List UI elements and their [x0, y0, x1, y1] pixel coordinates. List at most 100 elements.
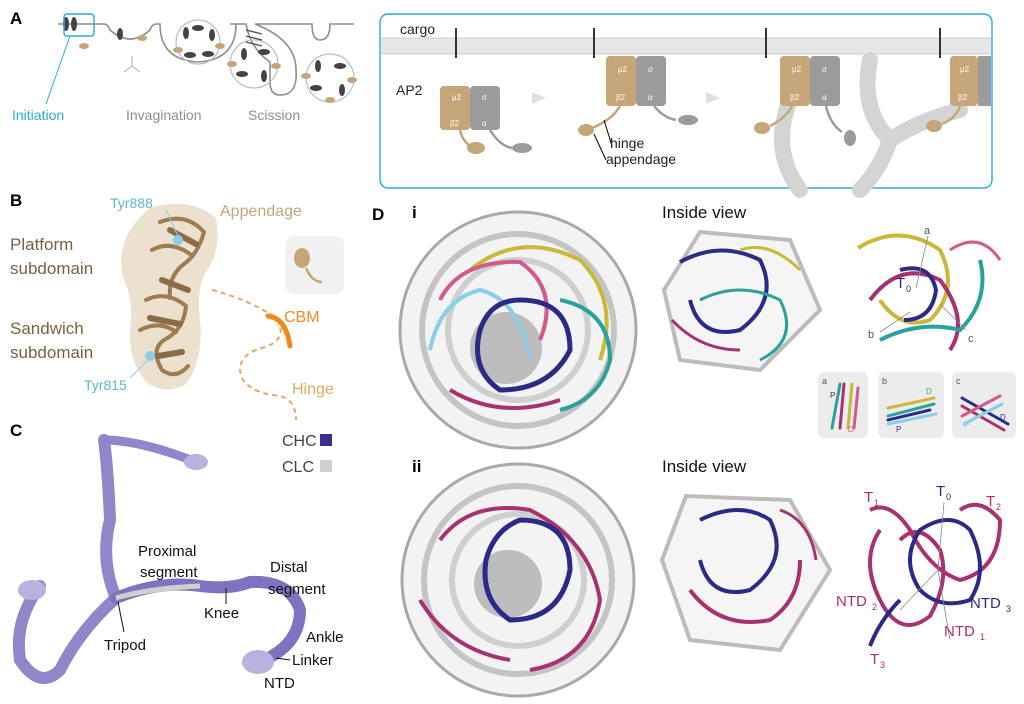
- coat-protein: [339, 84, 345, 96]
- alpha-label: α: [482, 119, 487, 128]
- coat-protein: [209, 29, 215, 41]
- cage-ring: [419, 231, 617, 429]
- panel-d: D i ii Inside view Inside view: [372, 203, 1016, 698]
- coat-protein: [71, 17, 77, 31]
- heavy-chain-magenta: [438, 506, 603, 672]
- inset-c-strand: [960, 394, 1002, 418]
- mu2-label: μ2: [960, 65, 970, 74]
- t3-label: T: [870, 651, 879, 668]
- cage-ring: [449, 511, 587, 649]
- alpha-subunit: [978, 56, 991, 106]
- inset-c-strand: [960, 404, 1006, 432]
- inside-chain-navy: [698, 508, 779, 594]
- inset-c-p-label: P: [964, 421, 969, 430]
- a-pointer: [915, 235, 929, 289]
- adaptor-protein: [347, 77, 357, 83]
- inside-chain-magenta: [670, 318, 741, 352]
- inset-b-strand: [886, 402, 936, 418]
- inset-a-strand: [852, 386, 860, 430]
- cbm-label: CBM: [284, 309, 320, 326]
- tyr888-label: Tyr888: [110, 195, 153, 211]
- chc-leg-upper-distal: [99, 435, 201, 467]
- tyr888-residue: [173, 235, 183, 245]
- heavy-chain-magenta: [418, 598, 511, 662]
- platform-label-line1: Platform: [10, 235, 73, 254]
- c-pointer: [939, 303, 967, 331]
- alpha-hinge: [824, 105, 843, 134]
- inside-chain-magenta: [688, 559, 802, 624]
- inset-a-label: a: [822, 376, 827, 386]
- ntd-domain: [184, 454, 208, 470]
- trace-navy: [908, 518, 982, 606]
- inset-a-d-label: D: [848, 425, 854, 434]
- coat-protein: [184, 52, 196, 58]
- adaptor-protein: [173, 47, 183, 53]
- ntd1-pointer: [937, 569, 951, 641]
- sandwich-label-line1: Sandwich: [10, 319, 84, 338]
- initiation-highlight-box: [63, 13, 95, 37]
- inset-c-strand: [960, 396, 1010, 426]
- ntd2-pointer: [899, 569, 939, 611]
- ankle-label: Ankle: [306, 629, 344, 646]
- inside-view-label-i: Inside view: [662, 203, 747, 222]
- inset-a-strand: [830, 382, 842, 430]
- tyr815-residue: [145, 351, 155, 361]
- sigma-label: σ: [822, 65, 827, 74]
- t0-subscript: 0: [906, 284, 911, 294]
- t1-label: T: [864, 489, 873, 506]
- appendage-icon: [294, 248, 310, 268]
- alpha-appendage: [678, 115, 698, 125]
- beta-appendage: [926, 120, 942, 132]
- beta2-subunit: [780, 56, 810, 106]
- t0-pointer: [937, 501, 945, 571]
- heavy-chain-navy: [482, 517, 573, 623]
- hinge-linker: [591, 105, 622, 130]
- trace-navy: [868, 598, 902, 647]
- coat-protein: [261, 70, 267, 82]
- row-ii-label: ii: [412, 457, 421, 476]
- scission-label: Scission: [248, 107, 300, 123]
- membrane-band: [381, 38, 991, 54]
- mu2-label: μ2: [618, 65, 628, 74]
- panel-b: B Tyr888 Tyr815 Appendage Platform subdo…: [10, 191, 344, 421]
- coat-protein: [183, 27, 189, 39]
- appendage-inset: [286, 236, 344, 294]
- adaptor-protein: [271, 63, 281, 69]
- t0-label: T: [896, 275, 905, 292]
- tyr815-label: Tyr815: [84, 377, 127, 393]
- inset-b-strand: [886, 408, 932, 422]
- inside-view-label-ii: Inside view: [662, 457, 747, 476]
- distal-label-line2: segment: [268, 581, 326, 598]
- inset-b-strand: [886, 412, 938, 426]
- t1-subscript: 1: [874, 498, 879, 508]
- mu2-label: μ2: [792, 65, 802, 74]
- b-pointer: [879, 311, 911, 333]
- alpha-subunit: [636, 56, 666, 106]
- alpha-label: α: [822, 93, 827, 102]
- hinge-linker: [941, 105, 962, 126]
- linker-pointer: [275, 657, 291, 661]
- chc-legend-label: CHC: [282, 433, 317, 450]
- invaginated-vesicle: [175, 19, 221, 65]
- ap2-complex-4: μ2 β2: [926, 56, 991, 132]
- coat-protein: [236, 71, 248, 77]
- alpha-appendage: [844, 130, 856, 146]
- appendage-icon-tail: [304, 267, 323, 284]
- proximal-label-line2: segment: [140, 564, 198, 581]
- coat-protein: [202, 51, 214, 57]
- arrow-icon: [532, 92, 546, 104]
- ntd2-label: NTD: [836, 593, 867, 610]
- chc-leg-right: [110, 575, 307, 662]
- ap2-complex-2: μ2 σ β2 α: [578, 56, 698, 136]
- inset-a-strand: [846, 382, 854, 430]
- initiation-pointer: [45, 35, 71, 105]
- alpha-appendage: [512, 143, 532, 153]
- free-vesicle: [305, 53, 355, 103]
- ntd-domain: [18, 580, 46, 600]
- inside-view-shape: [661, 229, 823, 373]
- tripod-label: Tripod: [104, 637, 146, 654]
- beta-appendage: [754, 122, 770, 134]
- adaptor-protein: [325, 97, 335, 103]
- beta2-label: β2: [616, 93, 626, 102]
- inset-b-p-label: P: [896, 425, 901, 434]
